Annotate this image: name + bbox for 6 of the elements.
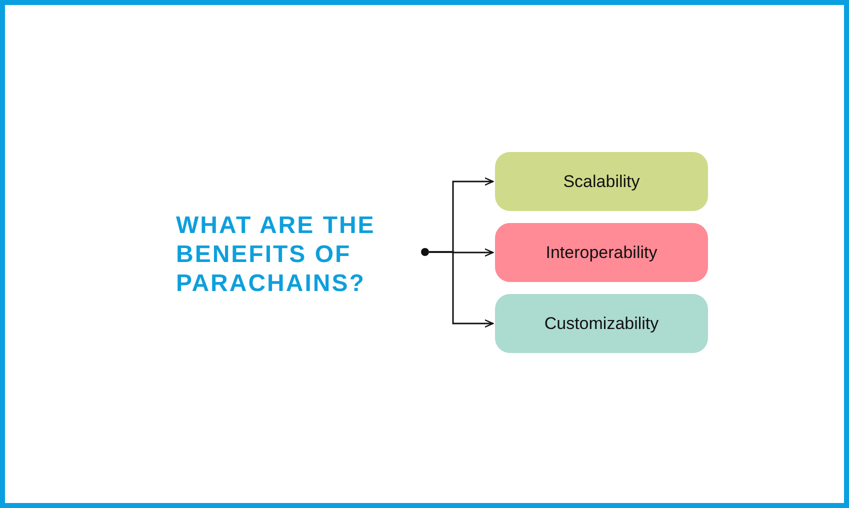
diagram-title: WHAT ARE THE BENEFITS OF PARACHAINS? bbox=[176, 211, 376, 298]
junction-dot bbox=[421, 248, 429, 256]
benefit-box: Scalability bbox=[495, 152, 708, 211]
arrow bbox=[429, 251, 494, 328]
benefit-box: Customizability bbox=[495, 294, 708, 353]
benefit-box: Interoperability bbox=[495, 223, 708, 282]
